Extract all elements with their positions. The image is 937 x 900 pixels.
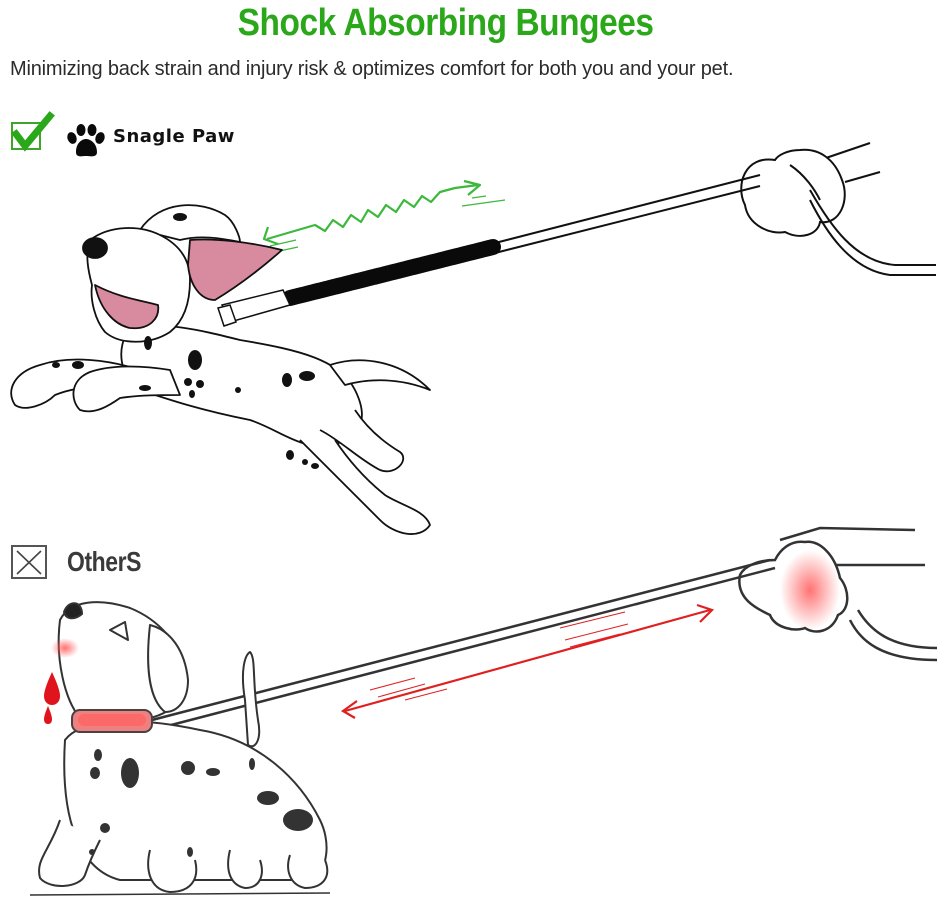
choking-dalmatian-illustration [38, 601, 329, 893]
dalmatian-spots [52, 213, 319, 469]
checkbox-crossed [11, 545, 47, 579]
happy-dalmatian-illustration [10, 204, 431, 535]
checkmark-icon [11, 111, 55, 152]
ground-line [29, 892, 331, 896]
hand-holding-leash-top [740, 142, 936, 276]
x-mark-icon [16, 550, 42, 575]
brand-label-snagle-paw: Snagle Paw [113, 126, 235, 147]
paw-print-icon [67, 124, 105, 157]
spring-arrow-icon [262, 179, 506, 253]
blood-drops-icon [44, 672, 60, 724]
tension-arrow-icon [340, 603, 715, 719]
page-title: Shock Absorbing Bungees [237, 2, 654, 44]
hand-holding-leash-bottom [738, 526, 937, 662]
bungee-section [282, 239, 501, 306]
others-label: OtherS [67, 546, 142, 577]
subtitle: Minimizing back strain and injury risk &… [10, 58, 734, 80]
strained-collar [71, 709, 153, 733]
dalmatian-spots-bottom [89, 749, 313, 857]
